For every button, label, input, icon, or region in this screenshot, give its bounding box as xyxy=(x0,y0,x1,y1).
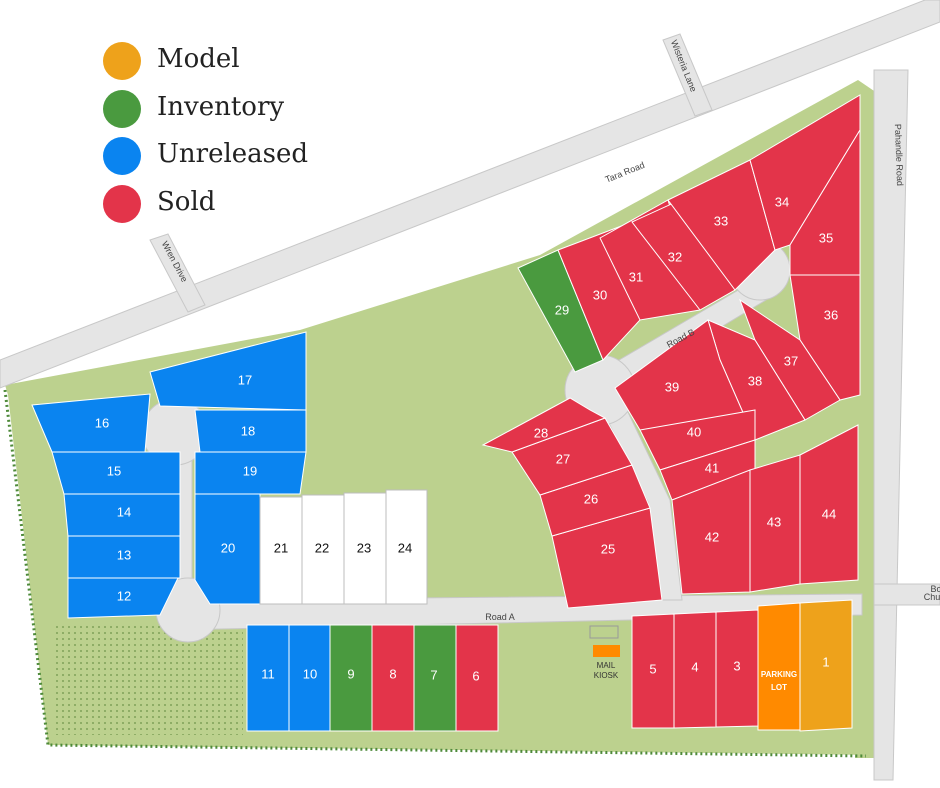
legend-dot-model xyxy=(103,42,141,80)
lot-22-label: 22 xyxy=(315,540,329,555)
chu-road-label: Chu xyxy=(924,592,940,602)
lot-8-label: 8 xyxy=(389,666,396,681)
lot-43-label: 43 xyxy=(767,514,781,529)
legend-label-sold: Sold xyxy=(157,186,216,217)
lot-28[interactable] xyxy=(481,397,607,453)
road-a-label: Road A xyxy=(485,612,515,622)
lot-13-label: 13 xyxy=(117,547,131,562)
legend-dot-inventory xyxy=(103,89,141,128)
lot-40-label: 40 xyxy=(687,424,701,439)
lot-44[interactable] xyxy=(799,424,859,585)
lot-41-label: 41 xyxy=(705,460,719,475)
mail-kiosk-label-1: MAIL xyxy=(597,661,616,670)
lot-30-label: 30 xyxy=(593,287,607,302)
lot-39-label: 39 xyxy=(665,379,679,394)
legend-dot-sold xyxy=(103,184,141,223)
lot-3-label: 3 xyxy=(733,658,740,673)
lot-4-label: 4 xyxy=(691,659,698,674)
mail-kiosk: MAIL KIOSK xyxy=(589,625,620,680)
lot-5-label: 5 xyxy=(649,661,656,676)
parking-lot-label-1: PARKING xyxy=(761,670,797,679)
lot-19-label: 19 xyxy=(243,463,257,478)
lot-20-label: 20 xyxy=(221,540,235,555)
pahandle-road-label: Pahandle Road xyxy=(893,124,905,186)
wisteria-lane-road xyxy=(662,33,713,117)
lot-25-label: 25 xyxy=(601,541,615,556)
green-space-bottom-right xyxy=(855,598,878,758)
legend-label-inventory: Inventory xyxy=(157,91,285,122)
legend-label-model: Model xyxy=(157,44,240,74)
lot-27-label: 27 xyxy=(556,451,570,466)
lot-36[interactable] xyxy=(789,274,861,401)
lot-24-label: 24 xyxy=(398,540,412,555)
lot-24[interactable] xyxy=(385,489,428,605)
lot-31-label: 31 xyxy=(629,269,643,284)
lot-35-label: 35 xyxy=(819,230,833,245)
legend-label-unreleased: Unreleased xyxy=(157,139,309,169)
lot-33-label: 33 xyxy=(714,213,728,228)
lot-10-label: 10 xyxy=(303,666,317,681)
lot-15-label: 15 xyxy=(107,463,121,478)
lot-20[interactable] xyxy=(194,493,261,605)
lot-28-label: 28 xyxy=(534,425,548,440)
lot-1[interactable] xyxy=(799,599,853,732)
lot-36-label: 36 xyxy=(824,307,838,322)
lot-11-label: 11 xyxy=(261,666,275,681)
lot-1-label: 1 xyxy=(822,654,829,669)
bo-road-label: Bo xyxy=(930,584,940,594)
wren-drive-road xyxy=(149,233,206,313)
lot-34-label: 34 xyxy=(775,194,789,209)
bo-road xyxy=(873,583,940,606)
lot-6-label: 6 xyxy=(472,668,479,683)
lot-26-label: 26 xyxy=(584,491,598,506)
lot-32-label: 32 xyxy=(668,249,682,264)
lot-42-label: 42 xyxy=(705,529,719,544)
legend-dot-unreleased xyxy=(103,137,141,175)
lot-14-label: 14 xyxy=(117,504,131,519)
lot-29-label: 29 xyxy=(555,302,569,317)
lot-17-label: 17 xyxy=(238,372,252,387)
lot-23-label: 23 xyxy=(357,540,371,555)
lot-38-label: 38 xyxy=(748,373,762,388)
lot-12-label: 12 xyxy=(117,588,131,603)
lot-19[interactable] xyxy=(194,451,307,495)
lot-18-label: 18 xyxy=(241,423,255,438)
lot-11[interactable] xyxy=(246,624,290,732)
lot-5[interactable] xyxy=(631,613,675,729)
lot-16[interactable] xyxy=(31,393,151,453)
lot-37[interactable] xyxy=(738,298,841,421)
lot-9-label: 9 xyxy=(347,666,354,681)
tara-road-label: Tara Road xyxy=(604,160,646,185)
lot-39[interactable] xyxy=(614,319,756,441)
mail-kiosk-label-2: KIOSK xyxy=(594,671,619,680)
wooded-area xyxy=(55,623,243,735)
lot-16-label: 16 xyxy=(95,415,109,430)
parking-lot xyxy=(757,602,801,731)
lot-44-label: 44 xyxy=(822,506,836,521)
lot-21-label: 21 xyxy=(274,540,288,555)
lot-37-label: 37 xyxy=(784,353,798,368)
lots-layer xyxy=(31,94,861,732)
parking-lot-label-2: LOT xyxy=(771,683,787,692)
lot-7-label: 7 xyxy=(430,667,437,682)
